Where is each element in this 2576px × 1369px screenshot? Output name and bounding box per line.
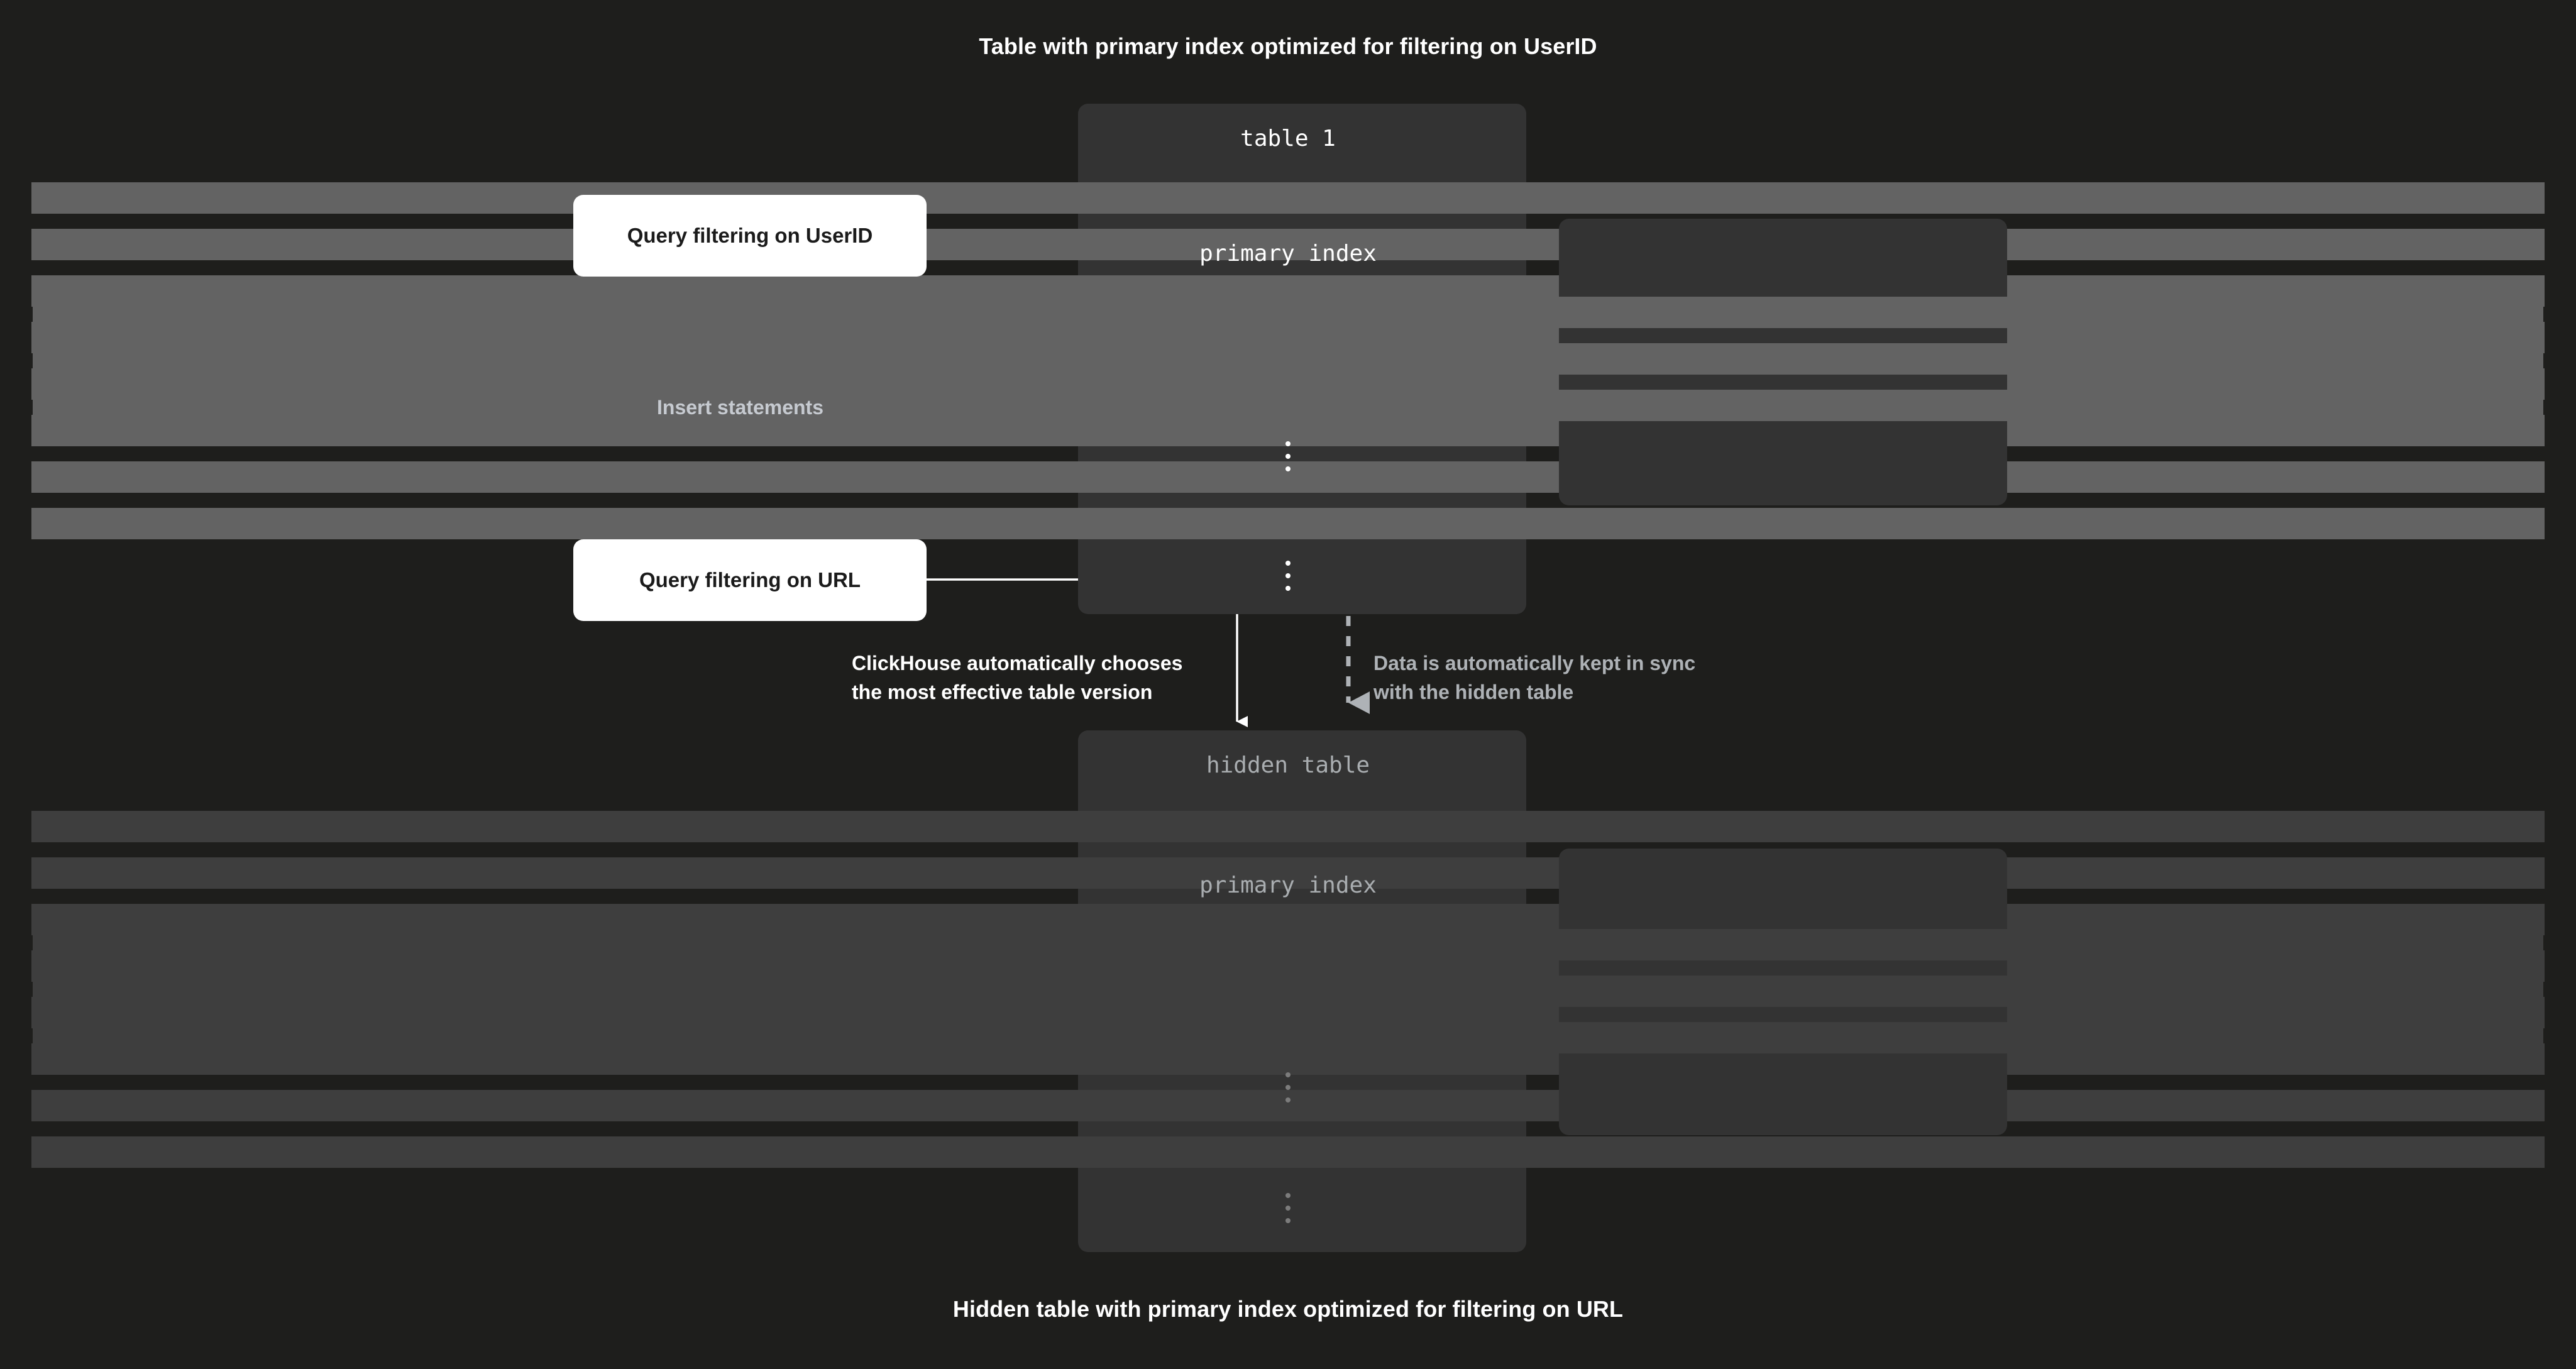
insert-statements-label: Insert statements	[657, 396, 823, 419]
table-row	[31, 1136, 2545, 1168]
query-filtering-on-url-box[interactable]: Query filtering on URL	[573, 539, 927, 621]
table-row	[31, 857, 2545, 889]
bottom-caption: Hidden table with primary index optimize…	[952, 1296, 1624, 1322]
hidden-table-title: hidden table	[1206, 752, 1370, 778]
index-row	[33, 976, 2543, 1007]
table1-vertical-ellipsis-icon	[0, 561, 2576, 598]
query-filtering-on-userid-box[interactable]: Query filtering on UserID	[573, 195, 927, 277]
primary-index-top-rows	[0, 297, 2576, 436]
primary-index-bottom-title: primary index	[1199, 872, 1377, 898]
primary-index-top-vertical-ellipsis-icon	[0, 441, 2576, 479]
index-row	[33, 297, 2543, 328]
table-row	[31, 229, 2545, 260]
hidden-table-vertical-ellipsis-icon	[0, 1193, 2576, 1231]
table-row	[31, 508, 2545, 539]
data-kept-in-sync-annotation: Data is automatically kept in sync with …	[1373, 652, 1696, 703]
index-row	[33, 343, 2543, 375]
clickhouse-chooses-annotation: ClickHouse automatically chooses the mos…	[852, 652, 1183, 703]
index-row	[33, 1022, 2543, 1053]
primary-index-bottom-vertical-ellipsis-icon	[0, 1072, 2576, 1110]
index-row	[33, 390, 2543, 421]
table-row	[31, 1090, 2545, 1121]
table-row	[31, 182, 2545, 214]
primary-index-top-title: primary index	[1199, 241, 1377, 267]
top-caption: Table with primary index optimized for f…	[979, 33, 1597, 59]
index-row	[33, 929, 2543, 960]
table-row	[31, 811, 2545, 842]
primary-index-bottom-rows	[0, 929, 2576, 1069]
table1-title: table 1	[1240, 126, 1336, 151]
